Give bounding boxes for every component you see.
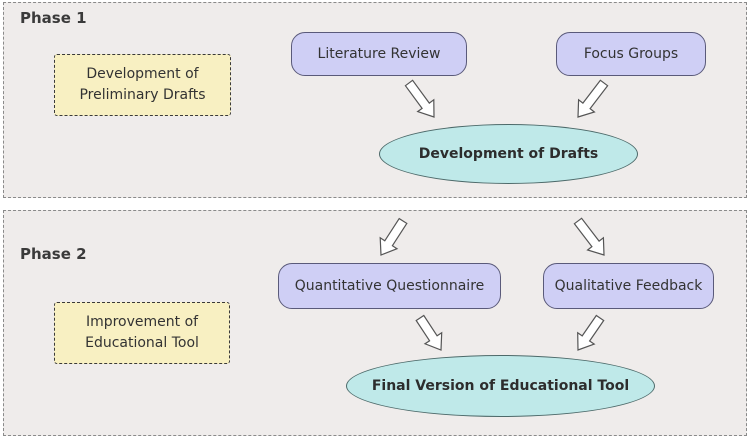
development-of-drafts-node: Development of Drafts (379, 124, 638, 184)
qualitative-feedback-node: Qualitative Feedback (543, 263, 714, 309)
phase-1-note-line-1: Development of (86, 66, 199, 82)
phase-2-note: Improvement of Educational Tool (54, 302, 230, 364)
phase-1-note: Development of Preliminary Drafts (54, 54, 231, 116)
phase-2-note-line-2: Educational Tool (85, 335, 199, 351)
phase-1-title: Phase 1 (20, 9, 87, 27)
phase-1-note-line-2: Preliminary Drafts (79, 87, 206, 103)
phase-2-note-line-1: Improvement of (85, 314, 199, 330)
literature-review-node: Literature Review (291, 32, 467, 76)
final-version-node: Final Version of Educational Tool (346, 355, 655, 417)
focus-groups-node: Focus Groups (556, 32, 706, 76)
quantitative-questionnaire-node: Quantitative Questionnaire (278, 263, 501, 309)
phase-2-title: Phase 2 (20, 245, 87, 263)
